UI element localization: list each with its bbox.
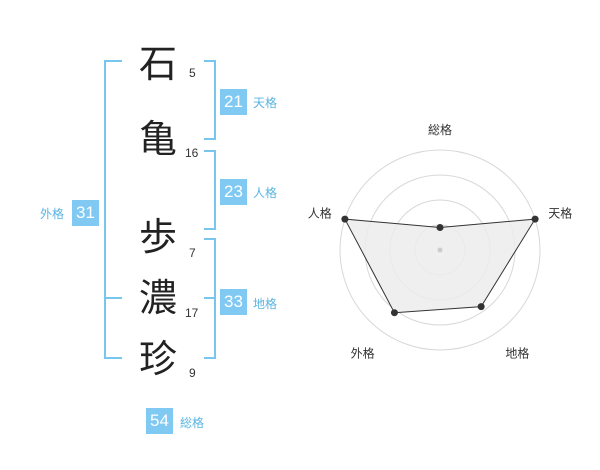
stroke-count-4: 17 — [185, 306, 199, 320]
radar-point-5 — [341, 215, 349, 223]
radar-axis-label-1: 総格 — [428, 122, 452, 137]
name-char-3: 歩 — [138, 215, 177, 259]
name-char-1: 石 — [138, 42, 177, 86]
gaikaku-mid-tick — [104, 297, 122, 299]
radar-grid-ring — [339, 149, 541, 351]
radar-axis-label-2: 天格 — [548, 206, 572, 221]
radar-point-3 — [477, 303, 485, 311]
name-char-4: 濃 — [138, 276, 177, 320]
name-char-2: 亀 — [138, 117, 177, 161]
radar-center-dot — [437, 247, 443, 253]
radar-point-4 — [390, 309, 398, 317]
name-char-5: 珍 — [138, 337, 177, 381]
chikaku-badge: 33 — [220, 289, 247, 315]
soukaku-label: 総格 — [180, 416, 205, 430]
tenkaku-badge: 21 — [220, 89, 247, 115]
jinkaku-badge: 23 — [220, 179, 247, 205]
stroke-count-2: 16 — [185, 146, 199, 160]
tenkaku-bracket — [204, 60, 216, 140]
chikaku-mid-tick — [204, 297, 216, 299]
chikaku-label: 地格 — [253, 297, 278, 311]
tenkaku-label: 天格 — [253, 96, 278, 110]
stroke-count-1: 5 — [189, 66, 196, 80]
stroke-count-5: 9 — [189, 366, 196, 380]
stroke-count-3: 7 — [189, 246, 196, 260]
radar-point-1 — [436, 224, 444, 231]
radar-axis-label-3: 地格 — [505, 346, 529, 361]
gaikaku-bracket — [104, 60, 122, 359]
radar-axis-label-5: 人格 — [308, 206, 332, 221]
radar-point-2 — [531, 215, 539, 223]
jinkaku-label: 人格 — [253, 186, 278, 200]
radar-axis-label-4: 外格 — [351, 346, 375, 361]
jinkaku-bracket — [204, 150, 216, 230]
radar-data-polygon — [344, 218, 537, 314]
gaikaku-badge: 31 — [72, 200, 99, 226]
soukaku-badge: 54 — [146, 408, 173, 434]
gaikaku-label: 外格 — [40, 207, 65, 221]
